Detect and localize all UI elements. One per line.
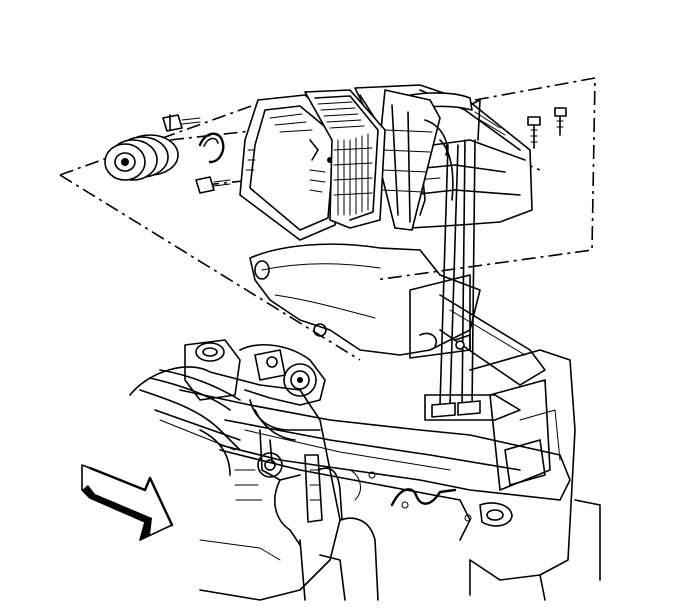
engine-assembly (129, 339, 379, 601)
engine-compartment-structure (179, 243, 601, 601)
direction-arrow (81, 464, 174, 541)
air-filter-element (304, 89, 386, 229)
grommet (104, 134, 179, 181)
bolt (162, 107, 567, 194)
intake-duct-resonator (377, 89, 448, 231)
clip (198, 132, 225, 164)
